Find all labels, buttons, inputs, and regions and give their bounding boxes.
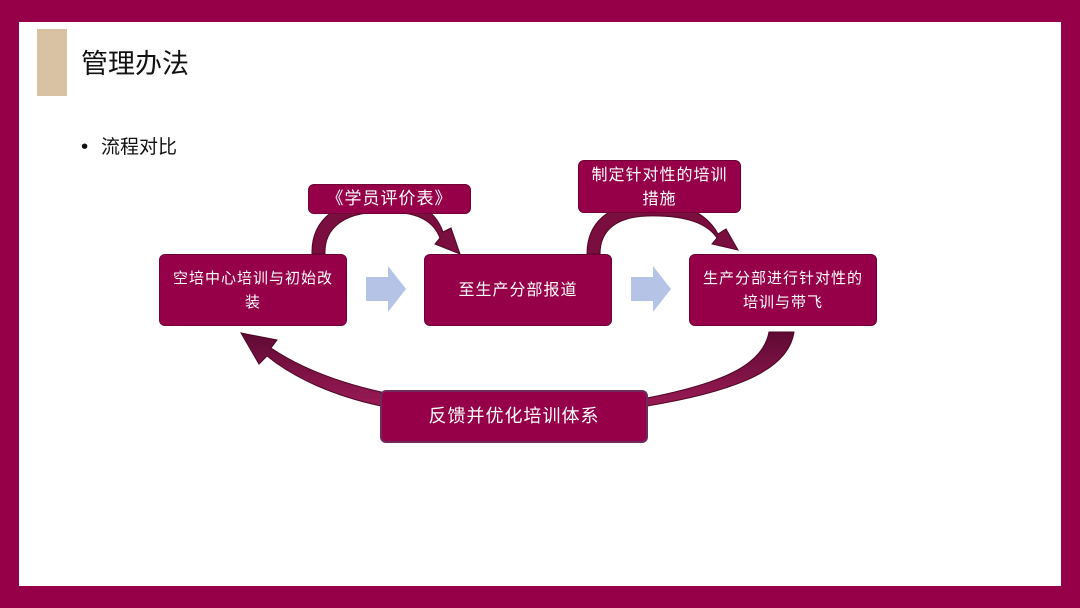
bullet-dot-icon: • [79,136,91,158]
step-box-report-to-division: 至生产分部报道 [424,254,612,326]
block-arrow-right-1 [366,266,406,312]
bullet-text: 流程对比 [101,136,178,158]
block-arrow-right-2 [631,266,671,312]
step-box-feedback: 反馈并优化培训体系 [380,390,648,443]
title-accent-bar [37,29,67,96]
label-targeted-measures: 制定针对性的培训措施 [578,160,741,213]
step-box-training-center: 空培中心培训与初始改装 [159,254,347,326]
label-student-evaluation-form: 《学员评价表》 [308,184,471,214]
page-title: 管理办法 [81,49,189,80]
slide: 管理办法 • 流程对比 《学员评价表》 制定针对性的培训措施 空培中心培训与初始改… [19,22,1061,586]
step-box-division-training: 生产分部进行针对性的培训与带飞 [689,254,877,326]
bullet-item: • 流程对比 [79,132,177,159]
feedback-return-arrow [240,332,382,407]
